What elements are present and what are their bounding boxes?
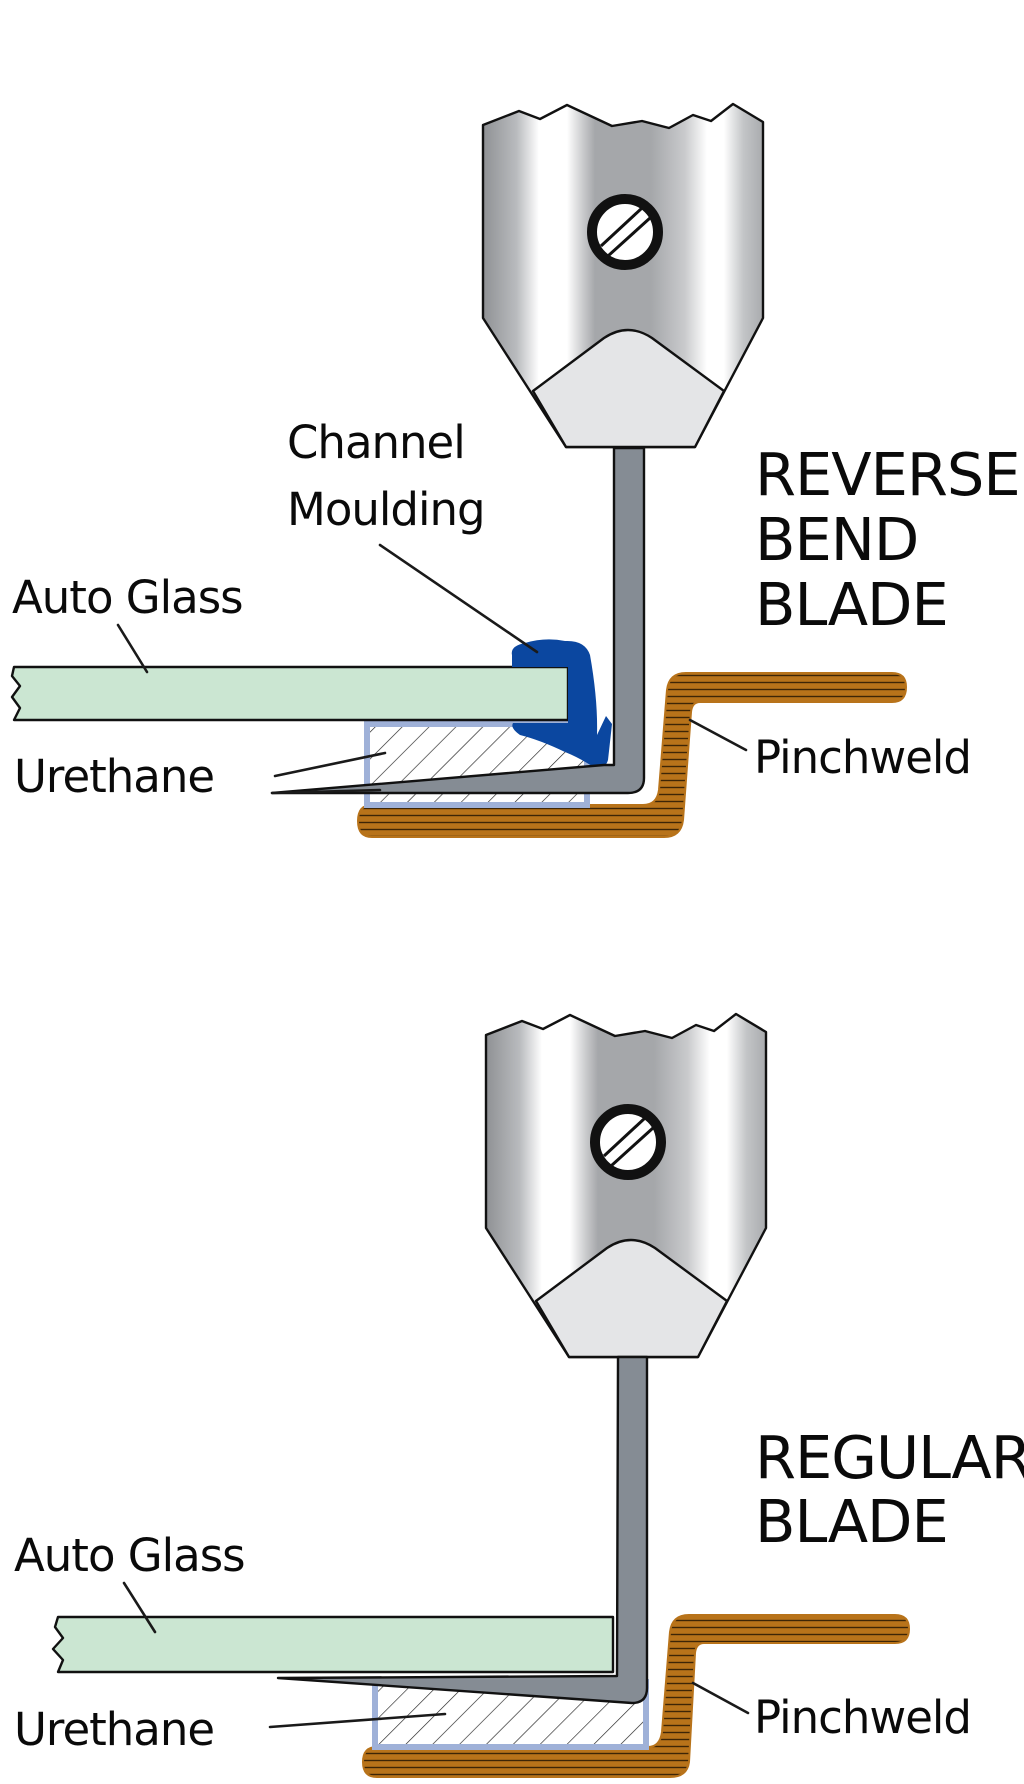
- blade-type-line-1: REGULAR: [755, 1423, 1024, 1492]
- auto-glass: [51, 1615, 615, 1674]
- regular-blade-diagram: Auto Glass Urethane Pinchweld REGULAR BL…: [14, 1012, 1024, 1778]
- blade-holder: [484, 1012, 768, 1359]
- urethane-label: Urethane: [14, 1703, 214, 1756]
- channel-moulding-leader: [378, 543, 539, 654]
- moulding-label: Moulding: [287, 483, 485, 536]
- reverse-bend-blade: [270, 446, 646, 795]
- blade-type-line-2: BLADE: [755, 1487, 948, 1556]
- regular-blade: [276, 1355, 649, 1705]
- screw-icon: [587, 194, 663, 270]
- blade-type-line-2: BEND: [755, 505, 918, 574]
- auto-glass: [10, 665, 570, 722]
- auto-glass-leader: [116, 623, 149, 674]
- urethane-leader: [273, 751, 387, 778]
- pinchweld-leader: [691, 1681, 750, 1715]
- auto-glass-label: Auto Glass: [12, 571, 243, 624]
- channel-label: Channel: [287, 416, 465, 469]
- urethane-leader: [268, 1712, 447, 1729]
- blade-type-line-1: REVERSE: [755, 440, 1020, 509]
- screw-icon: [590, 1104, 666, 1180]
- pinchweld: [361, 1614, 911, 1778]
- pinchweld-label: Pinchweld: [754, 1691, 971, 1744]
- blade-type-line-3: BLADE: [755, 570, 948, 639]
- reverse-bend-diagram: Channel Moulding Auto Glass Urethane Pin…: [10, 102, 1021, 838]
- auto-glass-label: Auto Glass: [14, 1529, 245, 1582]
- urethane-label: Urethane: [14, 750, 214, 803]
- pinchweld-label: Pinchweld: [754, 731, 971, 784]
- blade-holder: [481, 102, 765, 449]
- pinchweld: [356, 672, 908, 838]
- channel-moulding: [511, 639, 612, 769]
- pinchweld-leader: [688, 718, 748, 752]
- auto-glass-leader: [122, 1581, 157, 1634]
- urethane-leader-2: [270, 788, 382, 795]
